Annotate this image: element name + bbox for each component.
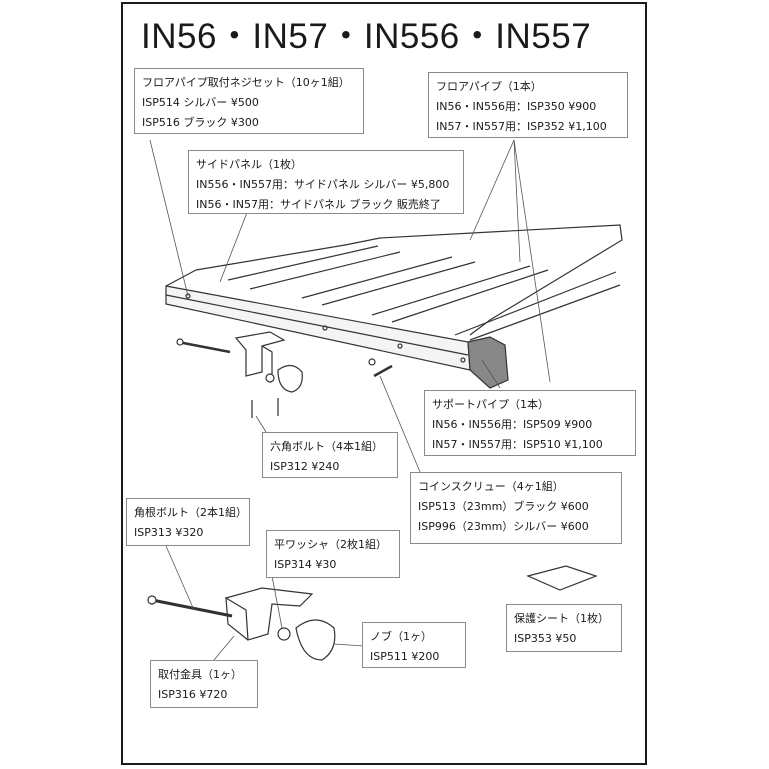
label-floor-screws: フロアパイプ取付ネジセット（10ヶ1組） ISP514 シルバー ¥500 IS… xyxy=(134,68,364,134)
floor-pipe-6 xyxy=(391,269,549,323)
label-hex-bolt-name: 六角ボルト（4本1組） xyxy=(270,440,383,453)
label-washer-name: 平ワッシャ（2枚1組） xyxy=(274,538,387,551)
upper-bracket xyxy=(234,331,286,377)
label-support-pipe: サポートパイプ（1本） IN56・IN556用：ISP509 ¥900 IN57… xyxy=(424,390,636,456)
label-square-bolt-name: 角根ボルト（2本1組） xyxy=(134,506,247,519)
label-washer: 平ワッシャ（2枚1組） ISP314 ¥30 xyxy=(266,530,400,578)
label-side-panel-line-1: IN556・IN557用：サイドパネル シルバー ¥5,800 xyxy=(196,178,450,191)
floor-pipe-2 xyxy=(249,251,401,290)
lower-washer xyxy=(277,627,291,641)
label-support-pipe-line-2: IN57・IN557用：ISP510 ¥1,100 xyxy=(432,438,603,451)
label-side-panel-line-2: IN56・IN57用：サイドパネル ブラック 販売終了 xyxy=(196,198,441,211)
label-protect-sheet-name: 保護シート（1枚） xyxy=(514,612,609,625)
floor-pipe-5 xyxy=(371,265,531,316)
lower-bracket xyxy=(224,587,314,641)
floor-pipe-8 xyxy=(469,284,621,341)
label-floor-pipe-name: フロアパイプ（1本） xyxy=(436,80,542,93)
floor-pipe-4 xyxy=(321,261,476,306)
label-coin-screw-name: コインスクリュー（4ヶ1組） xyxy=(418,480,564,493)
floor-pipe-7 xyxy=(454,271,617,336)
label-knob: ノブ（1ヶ） ISP511 ¥200 xyxy=(362,622,466,668)
label-knob-name: ノブ（1ヶ） xyxy=(370,630,432,643)
coin-screw xyxy=(373,364,393,378)
label-floor-screws-line-1: ISP514 シルバー ¥500 xyxy=(142,96,259,109)
label-side-panel-name: サイドパネル（1枚） xyxy=(196,158,302,171)
label-floor-pipe: フロアパイプ（1本） IN56・IN556用：ISP350 ¥900 IN57・… xyxy=(428,72,628,138)
floor-pipe-1 xyxy=(227,245,379,281)
upper-knob xyxy=(277,364,303,393)
label-protect-sheet: 保護シート（1枚） ISP353 ¥50 xyxy=(506,604,622,652)
upper-washer xyxy=(265,373,275,383)
label-floor-pipe-line-1: IN56・IN556用：ISP350 ¥900 xyxy=(436,100,597,113)
rack-left-end xyxy=(165,269,197,287)
floor-pipe-3 xyxy=(301,256,453,299)
label-washer-line-1: ISP314 ¥30 xyxy=(274,558,337,571)
label-bracket-name: 取付金具（1ヶ） xyxy=(158,668,242,681)
label-support-pipe-line-1: IN56・IN556用：ISP509 ¥900 xyxy=(432,418,593,431)
label-hex-bolt: 六角ボルト（4本1組） ISP312 ¥240 xyxy=(262,432,398,478)
label-square-bolt-line-1: ISP313 ¥320 xyxy=(134,526,204,539)
label-square-bolt: 角根ボルト（2本1組） ISP313 ¥320 xyxy=(126,498,250,546)
protect-sheet xyxy=(526,565,598,591)
label-floor-screws-line-2: ISP516 ブラック ¥300 xyxy=(142,116,259,129)
label-coin-screw: コインスクリュー（4ヶ1組） ISP513（23mm）ブラック ¥600 ISP… xyxy=(410,472,622,544)
lower-bolt xyxy=(151,598,233,618)
upper-bolt xyxy=(177,340,231,354)
page-title: IN56・IN57・IN556・IN557 xyxy=(141,17,592,56)
rack-top-edge xyxy=(195,224,623,336)
label-bracket-line-1: ISP316 ¥720 xyxy=(158,688,228,701)
label-support-pipe-name: サポートパイプ（1本） xyxy=(432,398,549,411)
label-floor-pipe-line-2: IN57・IN557用：ISP352 ¥1,100 xyxy=(436,120,607,133)
side-panel-inner xyxy=(165,294,469,356)
label-floor-screws-name: フロアパイプ取付ネジセット（10ヶ1組） xyxy=(142,76,350,89)
label-coin-screw-line-1: ISP513（23mm）ブラック ¥600 xyxy=(418,500,589,513)
end-cap xyxy=(467,336,509,389)
label-bracket: 取付金具（1ヶ） ISP316 ¥720 xyxy=(150,660,258,708)
label-knob-line-1: ISP511 ¥200 xyxy=(370,650,440,663)
label-protect-sheet-line-1: ISP353 ¥50 xyxy=(514,632,577,645)
label-coin-screw-line-2: ISP996（23mm）シルバー ¥600 xyxy=(418,520,589,533)
label-hex-bolt-line-1: ISP312 ¥240 xyxy=(270,460,340,473)
label-side-panel: サイドパネル（1枚） IN556・IN557用：サイドパネル シルバー ¥5,8… xyxy=(188,150,464,214)
lower-knob xyxy=(295,619,336,661)
